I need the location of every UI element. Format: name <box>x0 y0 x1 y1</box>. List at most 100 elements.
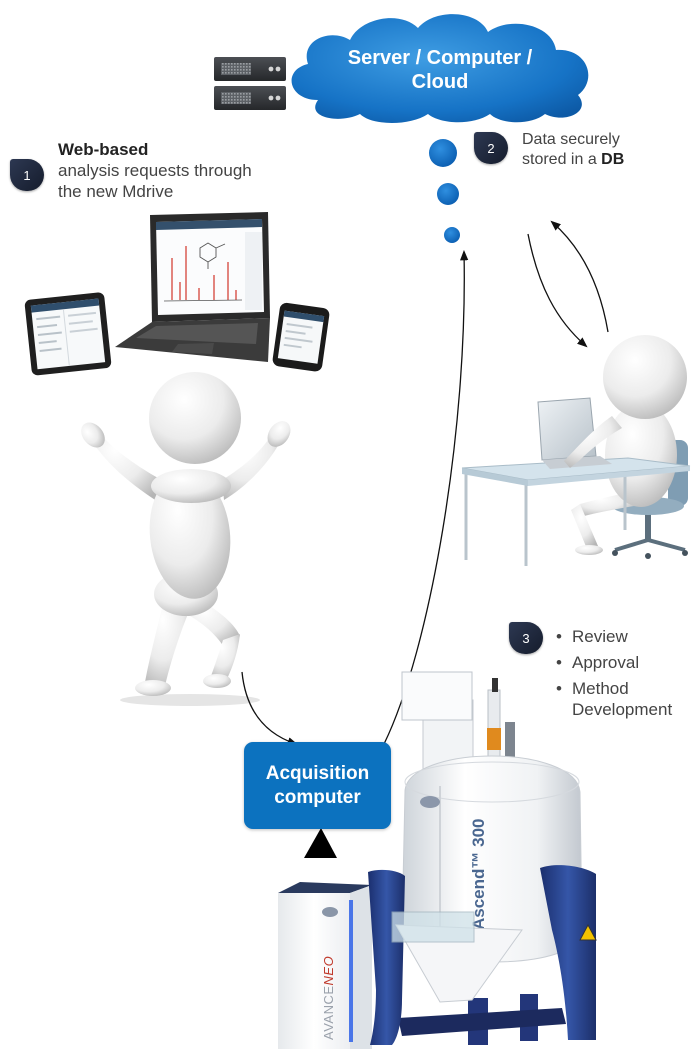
magnet-top-rim <box>404 761 580 803</box>
spectrum-baseline <box>163 299 243 302</box>
chair-post <box>645 510 651 542</box>
phone-line <box>283 343 302 349</box>
tablet-line <box>39 347 62 352</box>
data-dot-large <box>429 139 457 167</box>
figure-torso <box>149 471 231 599</box>
step-2-text: Data securely stored in a DB <box>522 130 647 170</box>
desk-edge <box>462 468 528 486</box>
support-post <box>505 722 515 774</box>
list-item: Approval <box>556 652 690 673</box>
phone-line <box>286 323 313 329</box>
list-item: Method Development <box>556 678 690 720</box>
arrow-request-to-acquisition <box>241 671 298 746</box>
magnet-legs-back <box>398 994 566 1045</box>
desk <box>461 457 691 566</box>
arrow-db-to-reviewer <box>527 233 588 348</box>
spectrum-peaks <box>171 246 237 300</box>
probe-housing <box>395 924 523 1003</box>
sample-tube-cap <box>487 728 501 750</box>
console-label-main: AVANCE <box>321 985 336 1040</box>
server-led <box>275 95 281 101</box>
warning-triangle-icon <box>579 923 597 941</box>
tablet-line <box>38 340 57 344</box>
step-1-text: Web-based analysis requests through the … <box>58 139 263 202</box>
smartphone-icon <box>272 302 330 372</box>
figure-left-arm <box>87 427 160 503</box>
jumping-person-figure <box>81 372 291 706</box>
molecule-sketch <box>199 242 226 269</box>
console-light-strip <box>349 900 353 1042</box>
bullet-icon <box>556 678 572 720</box>
data-dot-small <box>444 227 460 243</box>
phone-header-bar <box>283 310 325 323</box>
cloud-label: Server / Computer / Cloud <box>347 47 533 93</box>
bullet-icon <box>556 626 572 647</box>
bruker-logo <box>322 907 338 917</box>
acquisition-computer-box: Acquisition computer <box>244 742 391 829</box>
figure-shadow <box>120 694 260 706</box>
figure-right-shin <box>211 634 240 679</box>
laptop-side-panel <box>245 232 262 310</box>
tablet-line <box>67 311 97 317</box>
tablet-line <box>37 324 58 329</box>
figure-left-hand <box>81 422 105 448</box>
console-label: AVANCENEO <box>321 956 336 1040</box>
server-icon <box>214 57 286 110</box>
list-item-label: Approval <box>572 653 640 672</box>
figure-shoulders <box>151 469 231 503</box>
server-led <box>268 95 274 101</box>
desk-edge-right <box>528 466 690 486</box>
server-grille-bottom <box>221 92 251 104</box>
arrow-acquisition-to-cloud <box>383 249 469 745</box>
magnet-label: Ascend™ 300 <box>469 819 488 931</box>
nmr-spectrometer: AVANCENEO Ascend™ 300 <box>278 671 597 1049</box>
worker-torso <box>605 403 677 507</box>
connector-triangle <box>304 828 337 858</box>
phone-line <box>284 336 313 343</box>
laptop-touchpad <box>172 343 214 354</box>
tablet-line <box>69 327 98 333</box>
list-item: Review <box>556 626 690 647</box>
server-led <box>275 66 281 72</box>
step-1-description: analysis requests through the new Mdrive <box>58 161 252 201</box>
console-front <box>278 893 350 1049</box>
arrow-reviewer-to-db <box>550 220 609 333</box>
desk-laptop-base <box>542 456 612 469</box>
step-3-list: Review Approval Method Development <box>556 626 690 725</box>
desk-worker-figure <box>461 335 691 566</box>
worker-arm <box>564 416 622 468</box>
laptop-keyboard <box>136 323 258 344</box>
magnet-leg-front-left <box>368 869 405 1045</box>
data-dot-medium <box>437 183 459 205</box>
worker-shin <box>571 504 598 549</box>
figure-head <box>149 372 241 464</box>
step-2-badge: 2 <box>474 132 508 164</box>
tablet-divider <box>62 309 70 366</box>
chair-wheel <box>682 550 688 556</box>
list-item-label: Method Development <box>572 679 673 719</box>
step-1-title: Web-based <box>58 140 149 159</box>
worker-head <box>603 335 687 419</box>
magnet-base-frame <box>398 1008 566 1036</box>
step-1-badge: 1 <box>10 159 44 191</box>
tablet-header-bar <box>30 298 100 313</box>
cloud-shape <box>291 14 589 124</box>
bruker-logo <box>420 796 440 808</box>
tablet-icon <box>24 292 112 376</box>
worker-thigh <box>580 492 634 516</box>
console-side <box>350 885 372 1049</box>
step-2-text-bold: DB <box>601 151 625 168</box>
chair-base <box>614 537 686 552</box>
tablet-line <box>36 315 61 321</box>
figure-right-foot <box>203 674 231 688</box>
phone-line <box>285 329 306 335</box>
chair-wheel <box>645 553 651 559</box>
acquisition-computer-label: Acquisition computer <box>265 762 370 808</box>
server-grille-top <box>221 63 251 75</box>
figure-left-foot <box>135 680 171 696</box>
tablet-screen <box>30 298 106 370</box>
laptop-icon <box>115 212 270 362</box>
laptop-header-bar <box>156 219 262 230</box>
console-cabinet: AVANCENEO <box>278 882 372 1049</box>
